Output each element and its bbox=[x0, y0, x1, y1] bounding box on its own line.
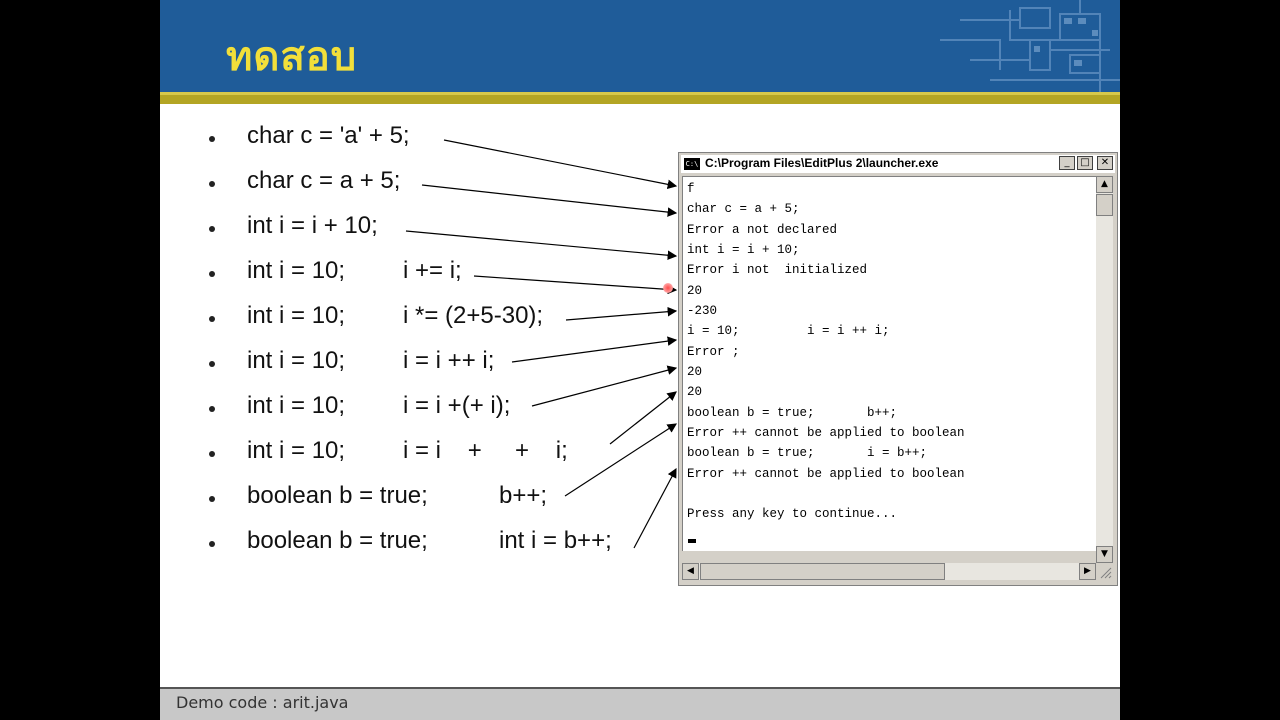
console-line: Error ; bbox=[687, 345, 740, 359]
bullet-code-second: i = i +(+ i); bbox=[403, 392, 511, 419]
console-window[interactable]: C:\ C:\Program Files\EditPlus 2\launcher… bbox=[678, 152, 1118, 586]
console-line: 20 bbox=[687, 284, 703, 298]
maximize-button[interactable]: □ bbox=[1077, 156, 1093, 170]
arrow-up-icon[interactable]: ▲ bbox=[1096, 176, 1113, 193]
console-line: char c = a + 5; bbox=[687, 202, 800, 216]
arrow-right-icon[interactable]: ▶ bbox=[1079, 563, 1096, 580]
bullet-code-second: b++; bbox=[499, 482, 548, 509]
console-line: Press any key to continue... bbox=[687, 507, 898, 521]
header-circuit-art bbox=[940, 0, 1120, 92]
console-title: C:\Program Files\EditPlus 2\launcher.exe bbox=[705, 156, 939, 170]
horizontal-scrollbar[interactable]: ◀ ▶ bbox=[682, 563, 1096, 580]
bullet-dot bbox=[209, 541, 215, 547]
bullet-dot bbox=[209, 496, 215, 502]
bullet-dot bbox=[209, 226, 215, 232]
bullet-list: char c = 'a' + 5; char c = a + 5; int i … bbox=[160, 0, 1120, 600]
bullet-code: int i = i + 10; bbox=[247, 212, 378, 239]
bullet-code-second: i = i + + i; bbox=[403, 437, 568, 464]
resize-grip-icon[interactable] bbox=[1098, 565, 1112, 579]
console-line: 20 bbox=[687, 385, 703, 399]
vertical-scrollbar[interactable]: ▲ ▼ bbox=[1096, 176, 1113, 563]
pointer-highlight bbox=[663, 283, 673, 293]
bullet-code: int i = 10; bbox=[247, 392, 346, 419]
console-line: Error i not initialized bbox=[687, 263, 868, 277]
console-line: Error ++ cannot be applied to boolean bbox=[687, 467, 965, 481]
horizontal-scroll-thumb[interactable] bbox=[700, 563, 945, 580]
bullet-code-second: i *= (2+5-30); bbox=[403, 302, 544, 329]
bullet-dot bbox=[209, 361, 215, 367]
bullet-code: int i = 10; bbox=[247, 257, 346, 284]
bullet-dot bbox=[209, 406, 215, 412]
text-cursor bbox=[688, 539, 696, 543]
vertical-scroll-thumb[interactable] bbox=[1096, 194, 1113, 216]
console-line: f bbox=[687, 182, 695, 196]
bullet-dot bbox=[209, 181, 215, 187]
bullet-dot bbox=[209, 271, 215, 277]
slide: ทดสอบ char c = 'a' + 5; char c = a + 5; … bbox=[160, 0, 1120, 720]
bullet-code-second: int i = b++; bbox=[499, 527, 612, 554]
console-icon: C:\ bbox=[684, 158, 700, 170]
bullet-code-second: i += i; bbox=[403, 257, 462, 284]
bullet-code: int i = 10; bbox=[247, 302, 346, 329]
bullet-code: int i = 10; bbox=[247, 437, 346, 464]
slide-header: ทดสอบ bbox=[160, 0, 1120, 92]
console-line: boolean b = true; i = b++; bbox=[687, 446, 928, 460]
close-button[interactable]: ✕ bbox=[1097, 156, 1113, 170]
console-line: i = 10; i = i ++ i; bbox=[687, 324, 890, 338]
page-title: ทดสอบ bbox=[226, 34, 358, 80]
header-stripe bbox=[160, 92, 1120, 104]
bullet-code: boolean b = true; bbox=[247, 482, 428, 509]
bullet-code: int i = 10; bbox=[247, 347, 346, 374]
console-line: Error a not declared bbox=[687, 223, 838, 237]
bullet-code: boolean b = true; bbox=[247, 527, 428, 554]
bullet-dot bbox=[209, 136, 215, 142]
bullet-dot bbox=[209, 451, 215, 457]
bullet-code-second: i = i ++ i; bbox=[403, 347, 495, 374]
arrow-down-icon[interactable]: ▼ bbox=[1096, 546, 1113, 563]
header-stripe-highlight bbox=[160, 92, 1120, 95]
slide-footer: Demo code : arit.java bbox=[160, 687, 1120, 720]
console-output[interactable]: f char c = a + 5; Error a not declared i… bbox=[682, 176, 1096, 551]
arrow-left-icon[interactable]: ◀ bbox=[682, 563, 699, 580]
console-titlebar[interactable]: C:\ C:\Program Files\EditPlus 2\launcher… bbox=[681, 155, 1115, 173]
bullet-code: char c = a + 5; bbox=[247, 167, 401, 194]
bullet-dot bbox=[209, 316, 215, 322]
bullet-code: char c = 'a' + 5; bbox=[247, 122, 410, 149]
console-line: Error ++ cannot be applied to boolean bbox=[687, 426, 965, 440]
minimize-button[interactable]: _ bbox=[1059, 156, 1075, 170]
console-line: boolean b = true; b++; bbox=[687, 406, 898, 420]
console-line: int i = i + 10; bbox=[687, 243, 800, 257]
console-line: -230 bbox=[687, 304, 718, 318]
footer-text: Demo code : arit.java bbox=[176, 693, 349, 712]
console-line: 20 bbox=[687, 365, 703, 379]
